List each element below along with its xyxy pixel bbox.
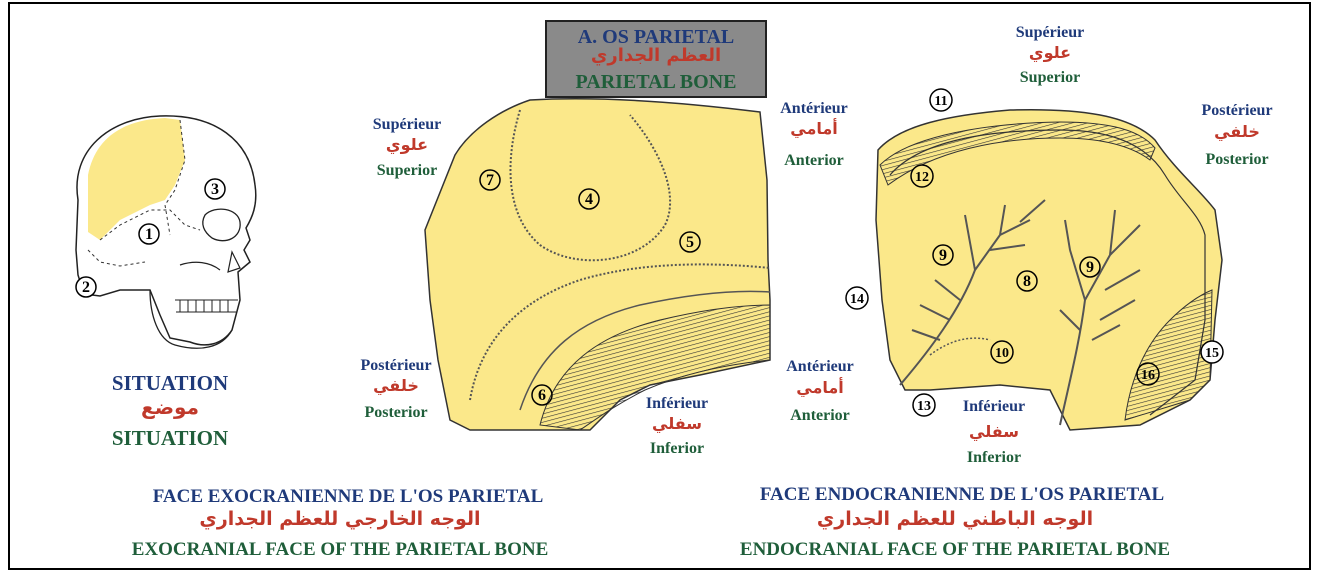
svg-text:2: 2 (82, 279, 90, 296)
skull-drawing (76, 116, 256, 348)
endo-inferior-en: Inferior (967, 450, 1021, 466)
exo-anterior-ar: أمامي (790, 121, 838, 137)
marker-12: 12 (911, 165, 933, 187)
svg-text:1: 1 (145, 226, 153, 243)
situation-en: SITUATION (112, 428, 228, 449)
endocranial-face (876, 110, 1222, 430)
endo-caption-ar: الوجه الباطني للعظم الجداري (817, 510, 1093, 529)
marker-15: 15 (1201, 341, 1223, 363)
svg-text:4: 4 (585, 191, 593, 208)
exo-posterior-fr: Postérieur (360, 358, 431, 374)
endo-caption-fr: FACE ENDOCRANIENNE DE L'OS PARIETAL (760, 485, 1164, 504)
exo-anterior-en: Anterior (784, 153, 844, 169)
svg-text:16: 16 (1141, 368, 1155, 383)
exo-caption-ar: الوجه الخارجي للعظم الجداري (199, 510, 480, 529)
endo-superior-fr: Supérieur (1016, 25, 1084, 41)
endo-inferior-ar: سفلي (969, 424, 1019, 440)
exo-anterior-fr: Antérieur (780, 101, 848, 117)
svg-text:15: 15 (1205, 346, 1219, 361)
marker-3: 3 (205, 179, 225, 199)
marker-11: 11 (930, 89, 952, 111)
svg-text:3: 3 (211, 181, 219, 198)
svg-text:10: 10 (995, 346, 1009, 361)
exo-caption-fr: FACE EXOCRANIENNE DE L'OS PARIETAL (153, 487, 544, 506)
endo-inferior-fr: Inférieur (963, 399, 1025, 415)
exo-superior-en: Superior (377, 163, 437, 179)
svg-text:9: 9 (939, 247, 947, 264)
svg-text:9: 9 (1086, 259, 1094, 276)
svg-text:14: 14 (850, 292, 864, 307)
svg-text:6: 6 (538, 387, 546, 404)
svg-text:7: 7 (486, 172, 494, 189)
endo-posterior-ar: خلفي (1214, 124, 1260, 140)
exo-superior-fr: Supérieur (373, 117, 441, 133)
exo-inferior-ar: سفلي (652, 416, 702, 432)
endo-anterior-fr: Antérieur (786, 359, 854, 375)
exocranial-face (425, 99, 770, 430)
marker-14: 14 (846, 287, 868, 309)
svg-text:8: 8 (1023, 273, 1031, 290)
svg-text:5: 5 (686, 234, 694, 251)
endo-superior-ar: علوي (1029, 45, 1071, 61)
endo-posterior-fr: Postérieur (1201, 103, 1272, 119)
situation-fr: SITUATION (112, 373, 228, 394)
exo-posterior-ar: خلفي (373, 378, 419, 394)
situation-ar: موضع (141, 397, 199, 417)
endo-posterior-en: Posterior (1205, 152, 1268, 168)
endo-superior-en: Superior (1020, 70, 1080, 86)
exo-inferior-fr: Inférieur (646, 396, 708, 412)
marker-1: 1 (139, 224, 159, 244)
endo-anterior-en: Anterior (790, 408, 850, 424)
svg-text:11: 11 (934, 94, 947, 109)
exo-caption-en: EXOCRANIAL FACE OF THE PARIETAL BONE (132, 540, 548, 559)
svg-text:12: 12 (915, 170, 929, 185)
exo-superior-ar: علوي (386, 137, 428, 153)
marker-2: 2 (76, 277, 96, 297)
svg-text:13: 13 (917, 399, 931, 414)
endo-anterior-ar: أمامي (796, 380, 844, 396)
exo-posterior-en: Posterior (364, 405, 427, 421)
marker-13: 13 (913, 394, 935, 416)
exo-inferior-en: Inferior (650, 441, 704, 457)
endo-caption-en: ENDOCRANIAL FACE OF THE PARIETAL BONE (740, 540, 1170, 559)
